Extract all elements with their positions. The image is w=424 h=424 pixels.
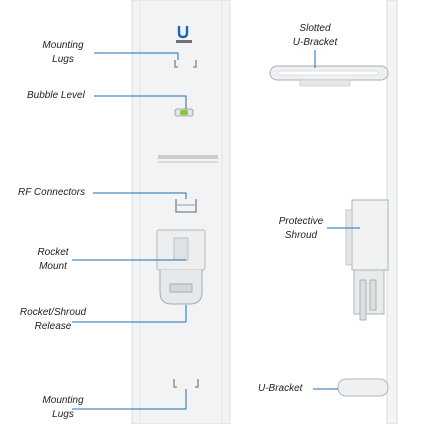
callout-rocket-shroud-release: [72, 305, 187, 323]
callout-mounting-lugs-top: [94, 52, 179, 60]
label-mounting-lugs-top: Mounting Lugs: [32, 39, 94, 67]
label-line: Mount: [39, 261, 67, 272]
label-mounting-lugs-bottom: Mounting Lugs: [32, 394, 94, 422]
bubble-level-icon: [174, 108, 194, 117]
label-line: Protective: [278, 216, 324, 227]
callout-rf-connectors: [93, 192, 187, 199]
label-u-bracket: U-Bracket: [258, 383, 303, 394]
callout-bubble-level: [94, 95, 187, 109]
label-rocket-mount: Rocket Mount: [24, 246, 82, 274]
label-protective-shroud: Protective Shroud: [270, 215, 332, 243]
rf-connectors-icon: [175, 199, 197, 213]
label-line: Rocket/Shroud: [19, 307, 87, 318]
label-line: Rocket: [37, 247, 69, 258]
mounting-lugs-top-icon: [174, 60, 197, 68]
label-line: Lugs: [52, 54, 74, 65]
label-line: Mounting: [42, 40, 84, 51]
label-line: Mounting: [42, 395, 84, 406]
label-line: Slotted: [299, 23, 331, 34]
label-line: Shroud: [284, 230, 318, 241]
u-bracket-icon: [337, 378, 389, 397]
slotted-u-bracket-icon: [269, 65, 389, 87]
protective-shroud-icon: [345, 199, 389, 321]
rocket-mount: [156, 229, 206, 305]
label-line: Release: [34, 321, 72, 332]
label-line: Lugs: [52, 409, 74, 420]
label-line: U-Bracket: [292, 37, 338, 48]
label-bubble-level: Bubble Level: [27, 90, 85, 101]
mounting-lugs-bottom-icon: [173, 379, 199, 388]
label-plate: [158, 155, 218, 163]
callout-lines: [72, 50, 360, 410]
label-rocket-shroud-release: Rocket/Shroud Release: [14, 306, 92, 334]
callout-mounting-lugs-bottom: [72, 389, 187, 410]
ubiquiti-logo-icon: [176, 26, 192, 43]
label-slotted-u-bracket: Slotted U-Bracket: [284, 22, 346, 50]
label-rf-connectors: RF Connectors: [18, 187, 86, 198]
